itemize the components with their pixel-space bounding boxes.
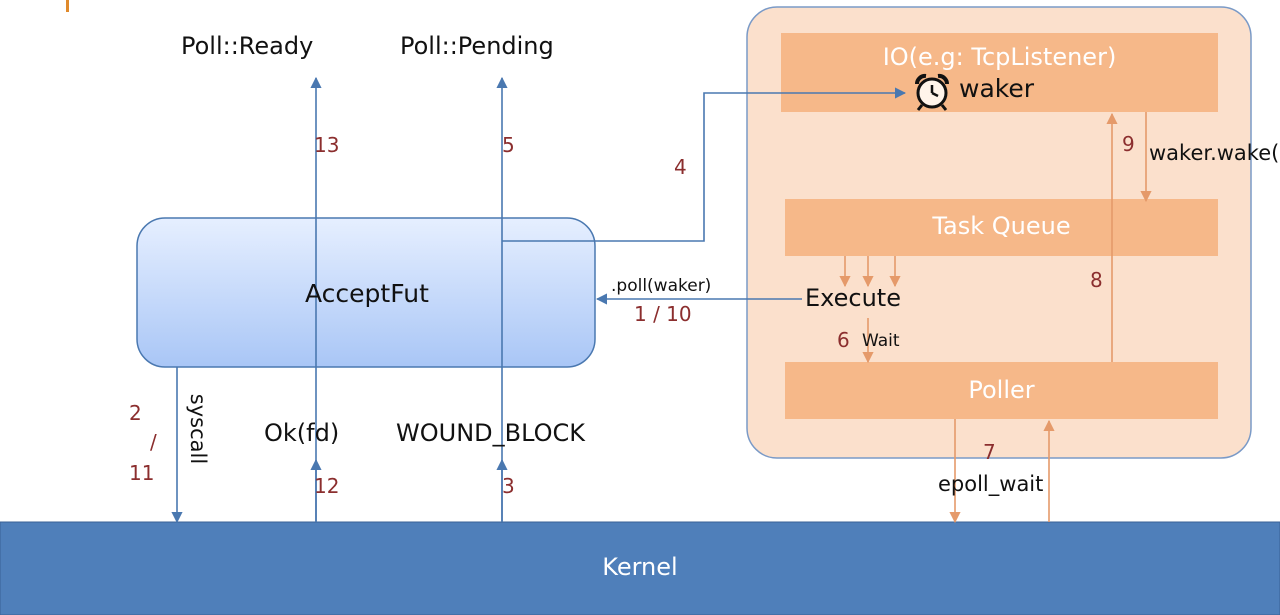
step-5: 5 — [502, 133, 515, 157]
poll-waker-label: .poll(waker) — [611, 276, 712, 296]
waker-label: waker — [959, 74, 1035, 103]
alarm-clock-icon — [914, 73, 950, 111]
step-1-10: 1 / 10 — [634, 302, 692, 326]
poller-label: Poller — [968, 376, 1035, 404]
execute-label: Execute — [805, 284, 901, 312]
poller-box — [785, 362, 1218, 419]
step-4: 4 — [674, 155, 687, 179]
task-queue-label: Task Queue — [932, 212, 1071, 240]
step-7: 7 — [983, 440, 996, 464]
step-2-slash: / — [150, 430, 157, 454]
epoll-wait-label: epoll_wait — [938, 472, 1044, 496]
io-label: IO(e.g: TcpListener) — [882, 43, 1117, 71]
step-2: 2 — [129, 401, 142, 425]
kernel-label: Kernel — [602, 553, 678, 581]
arrow-4-register-waker — [502, 87, 907, 242]
step-13: 13 — [314, 133, 340, 157]
syscall-label: syscall — [186, 393, 211, 465]
accept-fut-label: AcceptFut — [305, 279, 429, 308]
accept-fut-box — [136, 217, 596, 368]
ok-fd-label: Ok(fd) — [264, 419, 340, 447]
task-queue-box — [785, 199, 1218, 256]
poll-ready-label: Poll::Ready — [181, 32, 314, 60]
io-box — [781, 33, 1218, 112]
would-block-label: WOUND_BLOCK — [396, 419, 585, 447]
step-6: 6 — [837, 328, 850, 352]
step-9: 9 — [1122, 132, 1135, 156]
step-3: 3 — [502, 474, 515, 498]
waker-wake-label: waker.wake() — [1149, 141, 1280, 165]
accent-bar — [66, 0, 69, 12]
wait-label: Wait — [862, 331, 900, 351]
step-12: 12 — [314, 474, 340, 498]
poll-pending-label: Poll::Pending — [400, 32, 554, 60]
step-11: 11 — [129, 461, 155, 485]
step-8: 8 — [1090, 268, 1103, 292]
kernel-bar — [0, 521, 1280, 615]
